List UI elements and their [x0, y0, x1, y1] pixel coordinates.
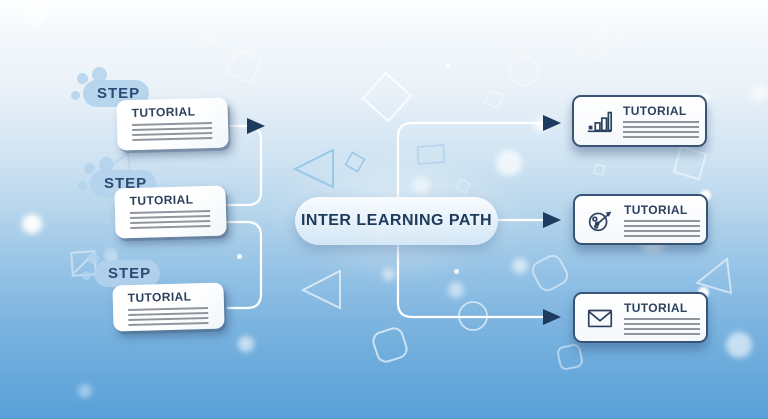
tutorial-card-chart: TUTORIAL	[572, 95, 707, 147]
bar-chart-icon	[587, 111, 613, 133]
rounded-square-shape	[531, 254, 569, 292]
card-title: TUTORIAL	[129, 192, 194, 209]
bokeh-circle	[78, 384, 92, 398]
square-shape	[416, 144, 446, 165]
step-card: TUTORIAL	[112, 282, 225, 332]
globe-arrow-icon	[588, 211, 612, 231]
rounded-square-shape	[557, 344, 583, 370]
cloud-shape	[88, 253, 99, 264]
step-card: TUTORIAL	[114, 185, 227, 239]
step-label: STEP	[108, 265, 152, 282]
connector-line	[396, 243, 545, 319]
tutorial-card-mail: TUTORIAL	[573, 292, 708, 343]
card-title: TUTORIAL	[127, 289, 192, 306]
tutorial-card-globe: TUTORIAL	[573, 194, 708, 245]
dot	[446, 64, 450, 68]
bokeh-circle	[412, 176, 430, 194]
triangle-shape	[292, 148, 334, 189]
connector-line	[225, 124, 263, 207]
step-label: STEP	[97, 85, 141, 102]
cloud-shape	[99, 157, 114, 172]
diamond-shape	[361, 71, 413, 123]
diamond-shape	[484, 89, 504, 109]
diamond-shape	[672, 145, 708, 181]
sparkle	[700, 190, 711, 201]
cloud-shape	[92, 67, 107, 82]
card-title: TUTORIAL	[131, 104, 196, 121]
arrowhead-icon	[543, 309, 561, 325]
text-placeholder-lines	[623, 121, 699, 138]
envelope-icon	[587, 309, 613, 327]
cloud-shape	[94, 260, 160, 287]
rounded-square-shape	[372, 327, 408, 363]
center-title-pill: INTER LEARNING PATH	[295, 197, 498, 245]
cloud-shape	[103, 247, 118, 262]
cloud-shape	[77, 73, 88, 84]
diamond-shape	[225, 47, 263, 85]
rounded-square-shape	[508, 55, 540, 87]
card-title: TUTORIAL	[624, 202, 688, 217]
bokeh-circle	[496, 150, 522, 176]
arrowhead-icon	[543, 115, 561, 131]
text-placeholder-lines	[624, 219, 700, 237]
bokeh-circle	[238, 336, 254, 352]
cloud-shape	[82, 271, 91, 280]
step-card: TUTORIAL	[116, 97, 229, 151]
card-title: TUTORIAL	[624, 300, 688, 315]
text-placeholder-lines	[129, 209, 211, 230]
bokeh-circle	[512, 258, 528, 274]
bokeh-circle	[750, 84, 768, 102]
bokeh-circle	[382, 268, 395, 281]
connector-line	[396, 121, 545, 199]
card-title: TUTORIAL	[623, 104, 687, 118]
diamond-shape	[593, 163, 606, 176]
bokeh-circle	[448, 282, 464, 298]
bokeh-circle	[204, 31, 214, 41]
bokeh-circle	[22, 214, 42, 234]
triangle-shape	[300, 269, 341, 310]
text-placeholder-lines	[128, 306, 209, 327]
diamond-shape	[455, 178, 471, 194]
text-placeholder-lines	[624, 317, 700, 335]
center-title: INTER LEARNING PATH	[300, 212, 493, 229]
triangle-shape	[694, 257, 733, 295]
arrowhead-icon	[543, 212, 561, 228]
cloud-shape	[78, 181, 87, 190]
connector-line	[222, 220, 263, 310]
cloud-shape	[71, 91, 80, 100]
dot	[454, 269, 459, 274]
arrowhead-icon	[247, 118, 265, 134]
dot	[237, 254, 242, 259]
cloud-shape	[84, 163, 95, 174]
diamond-shape	[344, 151, 366, 173]
text-placeholder-lines	[131, 121, 213, 142]
bokeh-circle	[24, 4, 46, 26]
bokeh-circle	[726, 332, 752, 358]
